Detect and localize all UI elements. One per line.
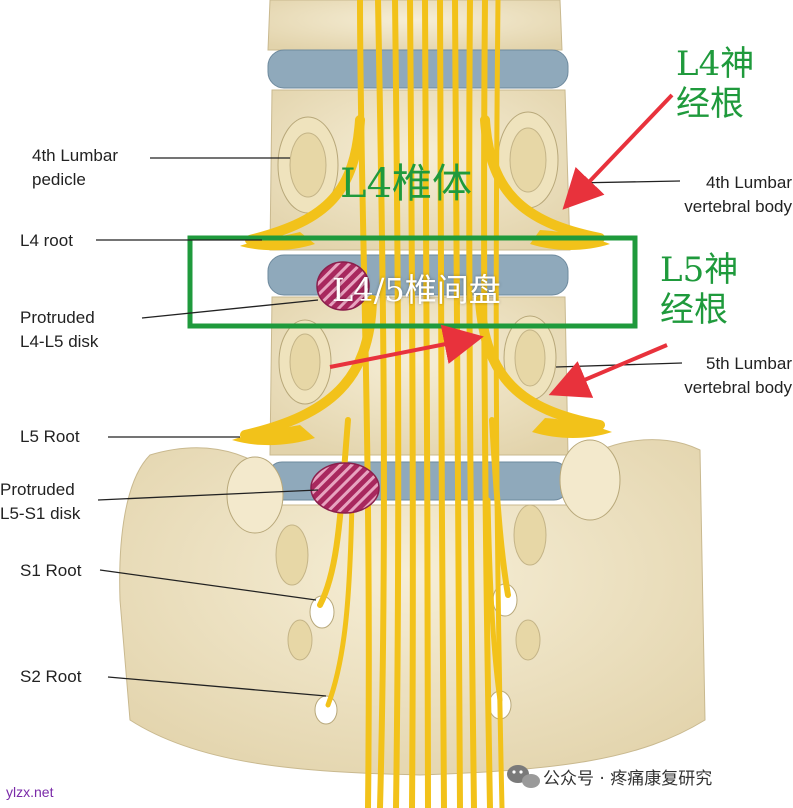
protruded-l5-s1-disk [310,462,380,514]
s2-root-right [485,497,503,703]
l4-l5-highlight-box [187,235,638,329]
label-l4-root: L4 root [20,231,73,250]
label-protruded-l5-s1-disk: Protruded L5-S1 disk [0,480,81,523]
label-4th-lumbar-vertebral-body: 4th Lumbar vertebral body [684,173,792,216]
label-s1-root: S1 Root [20,561,82,580]
watermark-account: 公众号 · 疼痛康复研究 [543,769,713,789]
label-l5-root: L5 Root [20,427,80,446]
watermark-site: ylzx.net [6,784,54,800]
leader-lines [96,157,683,697]
annotation-l5-nerve-root: L5神 经根 [660,250,739,330]
annotation-l4-nerve-root: L4神 经根 [676,44,755,124]
annotation-l4-5-disc: L4/5椎间盘 [332,271,501,309]
l4-root-left [245,115,365,245]
s1-root-right [489,417,511,598]
l4-root-right [480,115,605,243]
label-4th-lumbar-pedicle: 4th Lumbar pedicle [32,146,118,189]
label-5th-lumbar-vertebral-body: 5th Lumbar vertebral body [684,354,792,397]
l3-l4-disc [267,49,569,89]
annotation-l4-vertebra: L4椎体 [340,161,473,207]
red-arrows [329,93,674,398]
label-protruded-l4-l5-disk: Protruded L4-L5 disk [20,308,99,351]
s2-root-left [325,497,355,708]
label-s2-root: S2 Root [20,667,82,686]
protruded-l4-l5-disk [316,261,370,311]
l3-vertebra [267,0,563,51]
s1-root-left [317,417,351,608]
s2-foramen-left [314,695,338,725]
cauda-equina [357,0,505,808]
wechat-icon [507,765,540,788]
